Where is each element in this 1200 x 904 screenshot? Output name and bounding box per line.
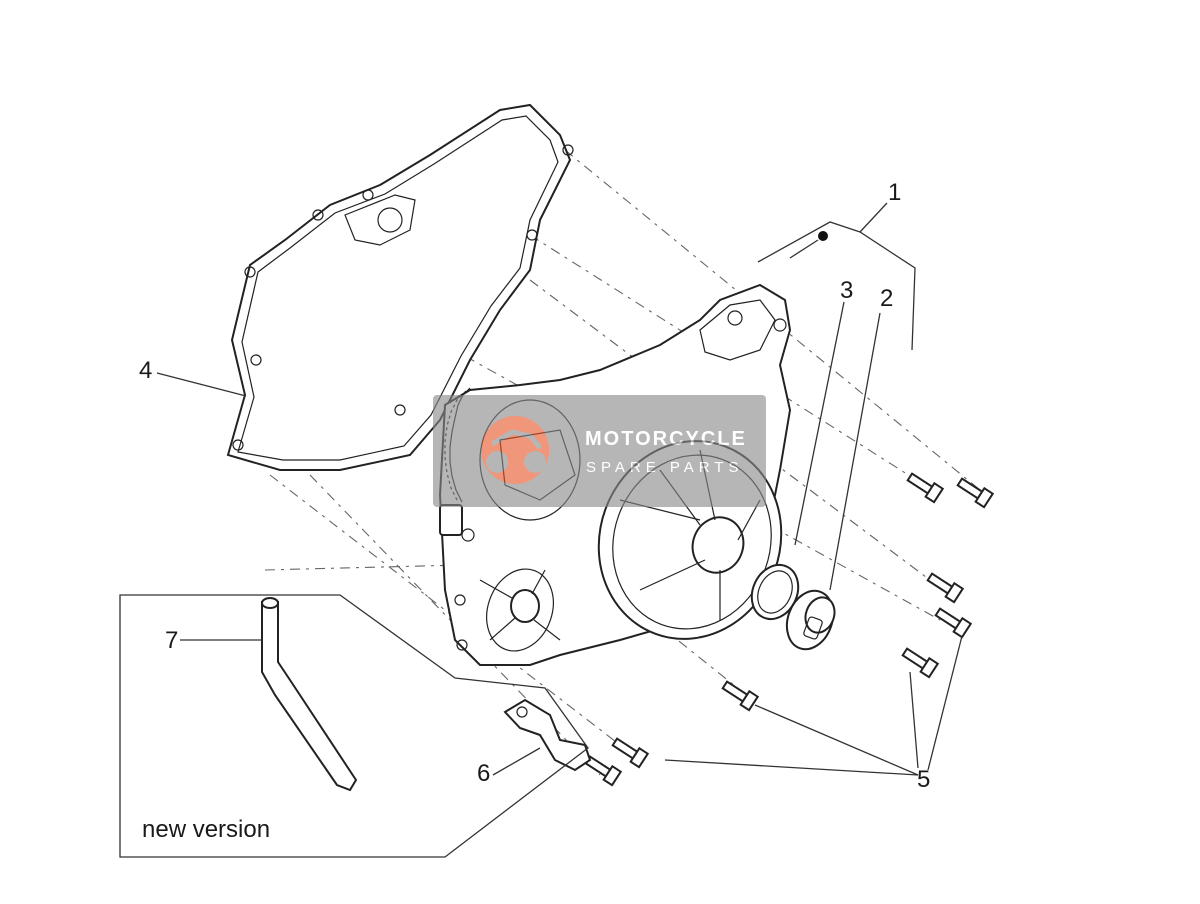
clamp-bracket-hole bbox=[516, 706, 528, 718]
callout-3: 3 bbox=[840, 277, 853, 304]
hose-end bbox=[261, 597, 279, 609]
gasket-inner-edge bbox=[237, 115, 559, 461]
leader-lines bbox=[156, 202, 963, 776]
gasket-bolt-holes bbox=[232, 144, 574, 451]
clamp-bracket bbox=[503, 698, 592, 772]
callout-2: 2 bbox=[880, 285, 893, 312]
o-ring-inner bbox=[757, 570, 793, 614]
seal-cap bbox=[785, 589, 836, 651]
gasket-lobe bbox=[344, 194, 416, 246]
bolts bbox=[584, 472, 995, 787]
gasket bbox=[226, 103, 572, 471]
callout-4: 4 bbox=[139, 357, 152, 384]
callout-6: 6 bbox=[477, 760, 490, 787]
callout-1: 1 bbox=[888, 179, 901, 206]
watermark-logo-icon bbox=[481, 416, 549, 484]
new-version-frame bbox=[119, 594, 589, 858]
hose bbox=[261, 601, 358, 792]
watermark: MOTORCYCLE SPARE PARTS bbox=[433, 395, 766, 507]
new-version-label: new version bbox=[142, 816, 270, 843]
callout-7: 7 bbox=[165, 627, 178, 654]
gasket-lobe-hole bbox=[377, 207, 403, 233]
callout-5: 5 bbox=[917, 766, 930, 793]
watermark-line2: SPARE PARTS bbox=[586, 459, 744, 476]
watermark-line1: MOTORCYCLE bbox=[585, 428, 747, 450]
marker-dot bbox=[818, 231, 828, 241]
